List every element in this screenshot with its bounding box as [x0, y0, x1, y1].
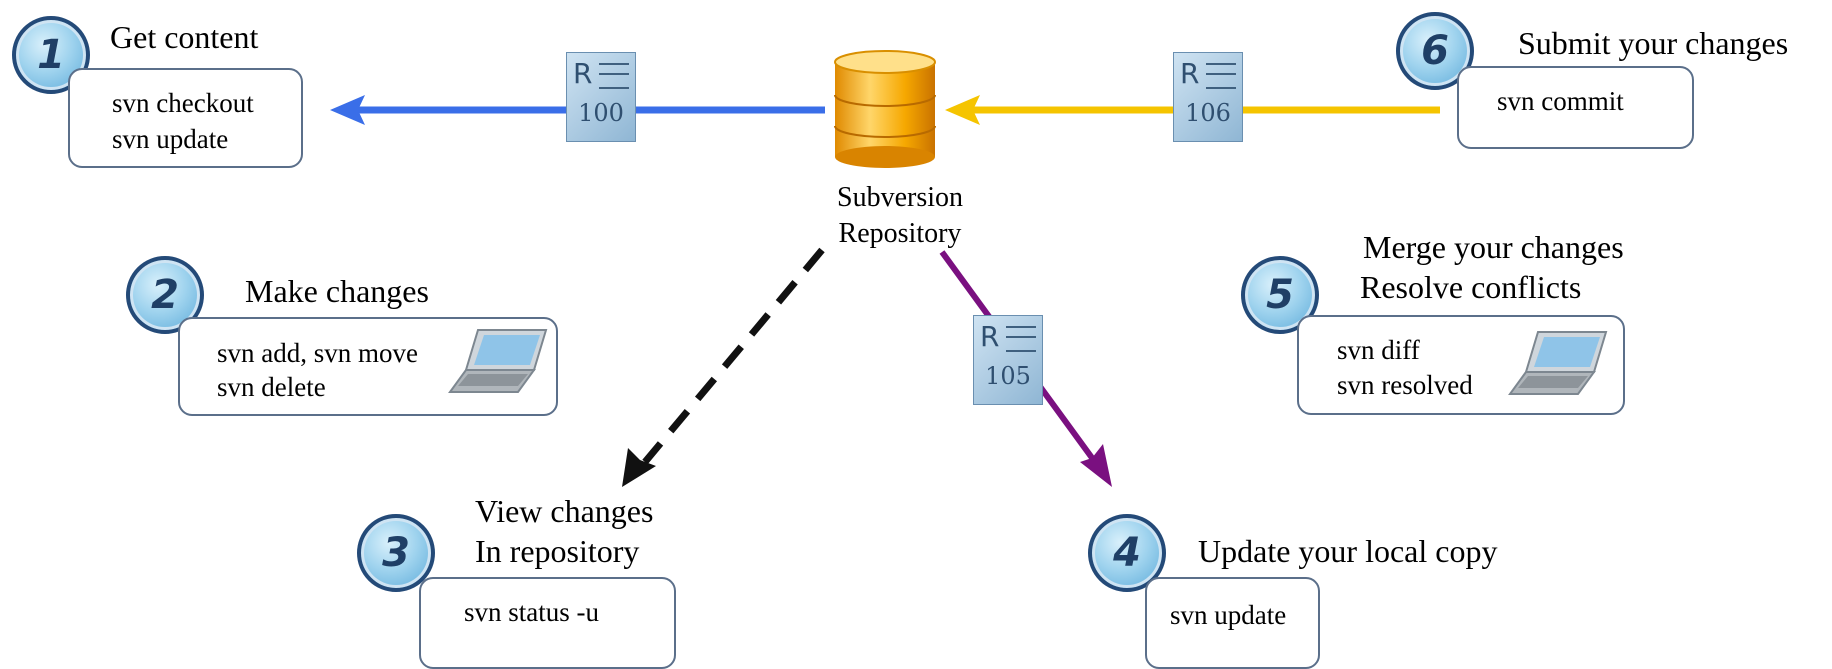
document-lines-icon: [1006, 326, 1036, 352]
commit-arrowhead: [945, 95, 980, 125]
database-icon: [834, 50, 936, 168]
step-6-command-box: [1457, 66, 1694, 149]
step-5-title-line-2: Resolve conflicts: [1360, 269, 1582, 305]
revision-letter: R: [1180, 57, 1200, 90]
revision-letter: R: [573, 57, 593, 90]
revision-number: 106: [1185, 99, 1231, 127]
laptop-icon: [1508, 331, 1608, 395]
step-6-command-1: svn commit: [1497, 86, 1624, 116]
step-3-number-badge: 3: [357, 514, 435, 592]
step-1-number-badge: 1: [12, 16, 90, 94]
step-2-command-1: svn add, svn move: [217, 338, 418, 368]
step-5-title-line-1: Merge your changes: [1363, 229, 1624, 265]
step-2-number-badge: 2: [126, 256, 204, 334]
document-lines-icon: [599, 63, 629, 89]
step-1-command-1: svn checkout: [112, 88, 254, 118]
update-arrowhead: [1080, 444, 1112, 487]
step-5-command-1: svn diff: [1337, 335, 1420, 365]
step-1-title: Get content: [110, 19, 259, 55]
step-3-title-line-1: View changes: [475, 493, 654, 529]
step-1-command-box: [68, 68, 303, 168]
checkout-arrowhead: [330, 95, 365, 125]
revision-badge-106: R 106: [1173, 52, 1243, 142]
repository-label: Subversion Repository: [820, 180, 980, 252]
repository-label-line-1: Subversion: [837, 182, 963, 213]
step-5-command-2: svn resolved: [1337, 370, 1473, 400]
step-1-command-2: svn update: [112, 124, 229, 154]
step-4-command-1: svn update: [1170, 600, 1287, 630]
step-2-title: Make changes: [245, 273, 429, 309]
step-4-title: Update your local copy: [1198, 533, 1498, 569]
status-arrow: [642, 247, 825, 465]
revision-number: 100: [578, 99, 624, 127]
step-2-command-2: svn delete: [217, 372, 326, 402]
laptop-icon: [448, 329, 548, 393]
step-3-command-1: svn status -u: [464, 597, 599, 627]
step-3-title-line-2: In repository: [475, 533, 640, 569]
revision-badge-105: R 105: [973, 315, 1043, 405]
revision-letter: R: [980, 320, 1000, 353]
repository-label-line-2: Repository: [838, 218, 962, 249]
revision-badge-100: R 100: [566, 52, 636, 142]
status-arrowhead: [622, 448, 656, 487]
step-5-number-badge: 5: [1241, 256, 1319, 334]
step-6-title: Submit your changes: [1518, 25, 1789, 61]
document-lines-icon: [1206, 63, 1236, 89]
revision-number: 105: [985, 362, 1031, 390]
